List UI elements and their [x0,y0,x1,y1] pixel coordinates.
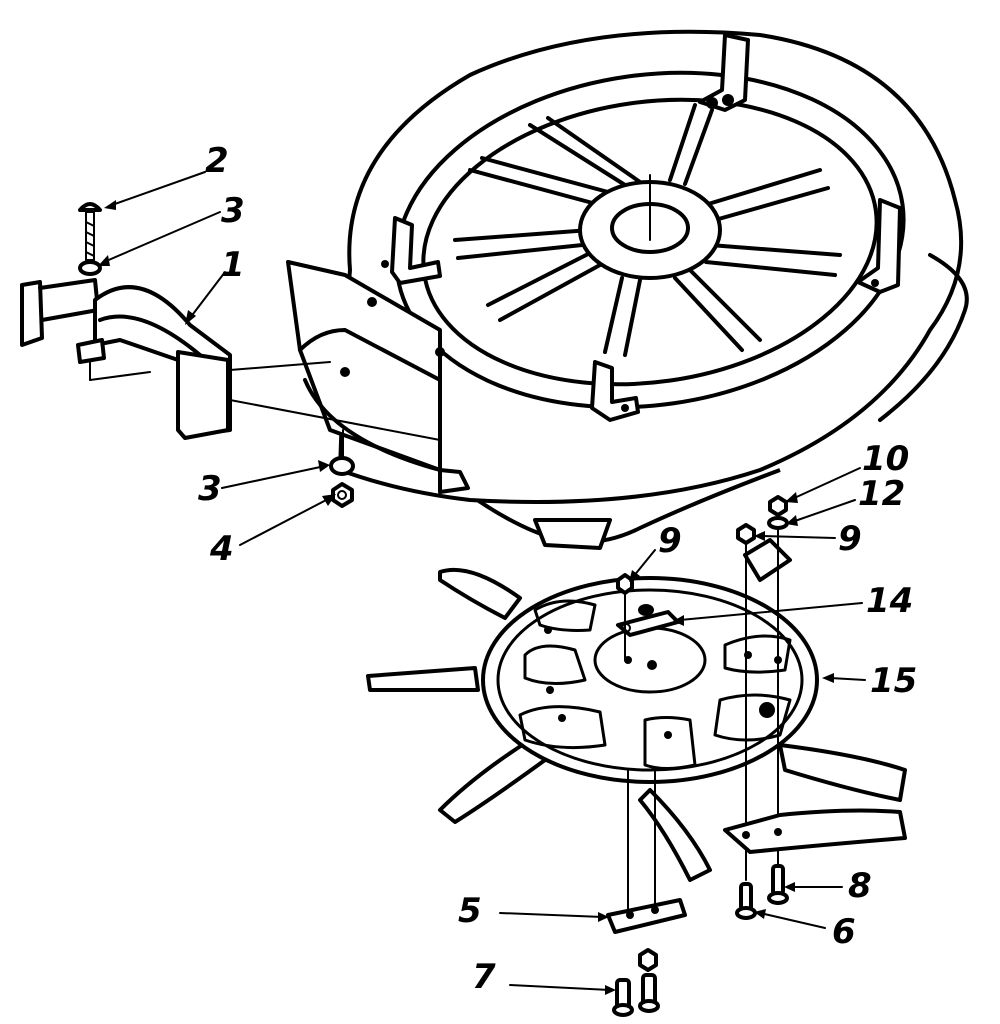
part-12-washer [767,516,789,530]
callout-label-7: 7 [472,957,496,997]
bracket-right [856,198,902,294]
callout-label-12: 12 [858,474,905,514]
part-3-washer-top [78,260,102,276]
blade-right [778,743,907,802]
deflector-end-plate [20,280,44,347]
carriage-bolt-head [78,202,102,212]
lower-nut [638,948,658,972]
callout-label-3-top: 3 [221,191,245,231]
part-9-nut-left [616,573,634,595]
part-6-bolt [735,882,757,920]
bracket-top [698,33,750,112]
part-9-nut-right [736,523,756,545]
blade-assembly [366,495,907,913]
chute-tab [438,468,470,494]
housing-spokes [453,103,842,357]
part-4-nut [331,482,354,508]
callout-label-9-left: 9 [658,521,682,561]
part-7-bolt-1 [612,978,634,1017]
callout-label-4: 4 [209,529,234,569]
blade-left [366,666,480,692]
callout-label-15: 15 [870,661,917,701]
lower-right-blade-plate [723,808,907,854]
callout-label-2: 2 [205,141,229,181]
callout-label-10: 10 [862,439,909,479]
callout-label-8: 8 [848,866,872,906]
part-1-deflector [20,278,441,441]
blade-lower-center [638,788,712,882]
part-2-carriage-bolt [78,202,102,261]
callout-labels: 2 3 1 3 4 5 6 7 8 9 9 10 12 14 15 [198,141,917,997]
fan-housing [286,29,969,550]
part-7-bolt-2 [638,973,660,1013]
blade-upper-right [743,538,792,582]
callout-label-14: 14 [866,581,913,621]
leader-lines [98,171,866,995]
housing-bottom-block [533,518,612,550]
callout-label-9-right: 9 [838,519,862,559]
part-8-bolt [767,864,789,905]
part-3-washer-lower [329,456,355,476]
deflector-front-plate [176,350,230,440]
blade-upper-left [438,567,522,620]
bracket-left [390,216,442,285]
blade-disc-rim [496,588,804,772]
housing-side-band [878,253,969,422]
deflector-guide-line-2 [229,399,441,441]
deflector-foot [76,338,106,364]
callout-label-5: 5 [458,891,482,931]
part-10-nut [768,495,788,517]
callout-label-3-lower: 3 [198,469,222,509]
deflector-guide-line-1 [229,361,331,371]
part-5-clamp-plate [606,898,687,934]
callout-label-1: 1 [221,245,245,285]
callout-label-6: 6 [832,912,856,952]
